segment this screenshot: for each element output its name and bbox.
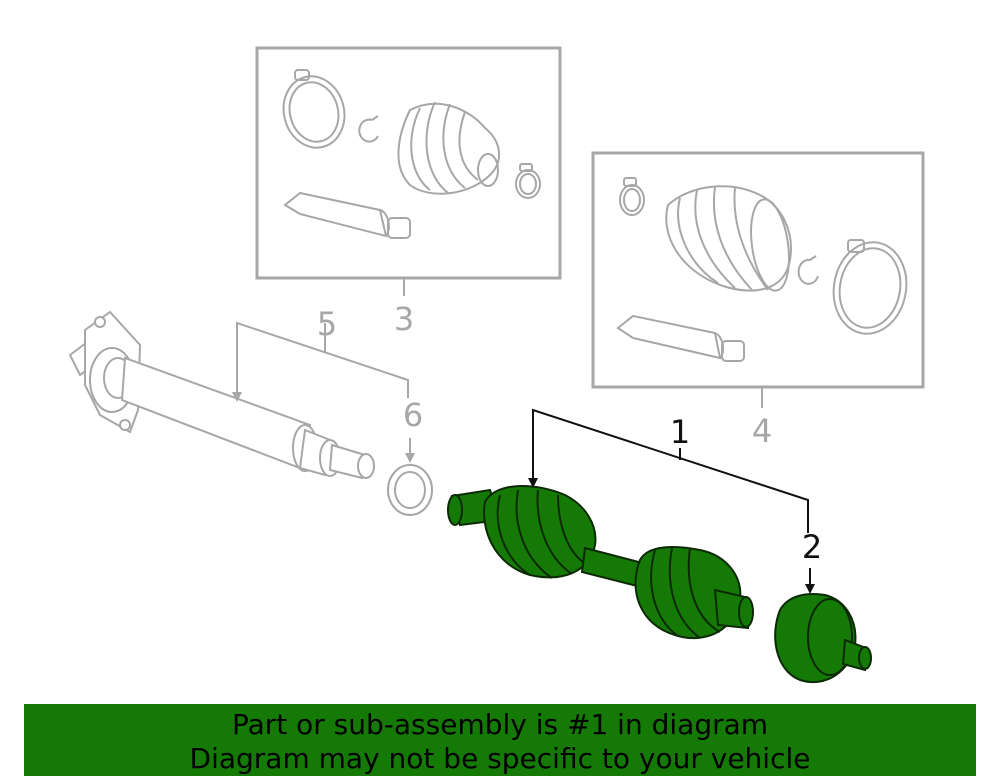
grease-tube: [283, 191, 411, 239]
outer-cv-joint: [774, 593, 872, 684]
callout-3: 3: [394, 300, 414, 338]
boot-kit-box-4: [591, 151, 925, 389]
small-clamp: [515, 163, 541, 199]
bracket-5: [236, 321, 409, 398]
large-clamp: [282, 69, 346, 149]
callout-5: 5: [317, 305, 337, 343]
snap-ring: [797, 255, 819, 285]
banner-line-1: Part or sub-assembly is #1 in diagram: [231, 708, 769, 741]
inner-boot: [397, 101, 500, 195]
grease-tube: [616, 314, 745, 362]
callout-4: 4: [752, 412, 772, 450]
axle-shaft-assembly: [447, 485, 754, 640]
outer-boot: [665, 185, 792, 292]
banner-line-2: Diagram may not be specific to your vehi…: [189, 742, 811, 775]
bracket-1: [532, 408, 809, 533]
boot-kit-box-3: [255, 46, 562, 280]
snap-ring: [358, 115, 379, 143]
seal: [387, 464, 433, 516]
arrow-1: [528, 478, 538, 488]
arrow-2: [805, 584, 815, 594]
callout-2: 2: [802, 528, 822, 566]
callout-1: 1: [670, 413, 690, 451]
arrow-6: [405, 453, 415, 463]
intermediate-shaft: [68, 310, 375, 480]
callout-6: 6: [403, 396, 423, 434]
small-clamp: [619, 177, 645, 216]
large-clamp: [832, 239, 908, 335]
info-banner: Part or sub-assembly is #1 in diagram Di…: [24, 704, 976, 776]
arrow-5: [232, 392, 242, 402]
